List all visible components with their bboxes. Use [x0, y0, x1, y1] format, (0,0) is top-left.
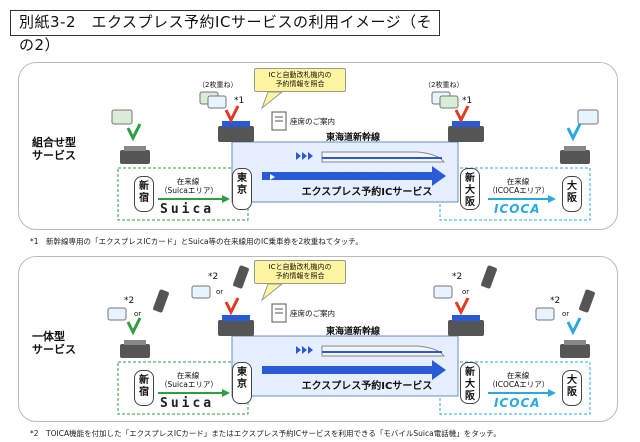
station-shin-osaka: 新大阪 — [460, 168, 480, 210]
two-cards-note-right: （2枚重ね） — [424, 81, 464, 89]
two-cards-note-left: （2枚重ね） — [198, 81, 238, 89]
seat-ticket-icon — [271, 111, 287, 131]
mobile-phone-icon — [481, 265, 497, 289]
gate-icon — [120, 146, 150, 164]
express-service-label: エクスプレス予約ICサービス — [301, 187, 433, 198]
service-label-integrated: 一体型 サービス — [32, 330, 76, 356]
page-title: 別紙3-2 エクスプレス予約ICサービスの利用イメージ（その2） — [10, 10, 440, 54]
footnote-2: *2 TOICA機能を付加した「エクスプレスICカード」またはエクスプレス予約I… — [30, 429, 501, 438]
footnote-mark-2a: *2 — [124, 296, 135, 306]
icoca-logo-2: ICOCA — [494, 396, 541, 410]
ic-card-icon — [535, 307, 555, 321]
station-osaka-2: 大阪 — [562, 370, 582, 406]
or-label-1: or — [134, 310, 142, 318]
local-line-label-icoca: 在来線 （ICOCAエリア） — [488, 177, 550, 195]
suica-logo-2: Suica — [160, 396, 215, 411]
or-label-2: or — [216, 288, 224, 296]
gate-icon — [560, 340, 590, 358]
suica-logo: Suica — [160, 202, 215, 217]
station-osaka: 大阪 — [562, 176, 582, 212]
express-service-label-2: エクスプレス予約ICサービス — [301, 381, 433, 392]
ic-card-icon — [107, 307, 127, 321]
icoca-logo: ICOCA — [494, 202, 541, 216]
chevrons-icon — [296, 152, 313, 160]
footnote-mark-right: *1 — [462, 96, 473, 106]
station-shin-osaka-2: 新大阪 — [460, 362, 480, 404]
shinkansen-train-icon — [321, 151, 446, 163]
gate-icon — [218, 121, 254, 142]
ic-card-icon — [577, 109, 599, 125]
local-line-label-icoca-2: 在来線 （ICOCAエリア） — [488, 371, 550, 389]
seat-info-label-2: 座席のご案内 — [290, 309, 335, 318]
gate-icon — [120, 340, 150, 358]
station-tokyo: 東京 — [232, 168, 252, 210]
ic-card-icon — [431, 91, 459, 109]
mobile-phone-icon — [579, 289, 595, 313]
or-label-3: or — [462, 288, 470, 296]
footnote-mark-2d: *2 — [550, 296, 561, 306]
chevrons-icon — [296, 346, 313, 354]
chevrons-icon — [270, 174, 275, 180]
seat-ticket-icon — [271, 303, 287, 323]
station-shinjuku-2: 新宿 — [134, 370, 154, 406]
station-shinjuku: 新宿 — [134, 176, 154, 212]
or-label-4: or — [562, 310, 570, 318]
service-label-combination: 組合せ型 サービス — [32, 136, 76, 162]
ic-card-icon — [199, 91, 227, 109]
shinkansen-label: 東海道新幹線 — [326, 133, 381, 143]
callout-reservation-check-2: ICと自動改札機内の 予約情報を照合 — [254, 260, 346, 284]
station-tokyo-2: 東京 — [232, 362, 252, 404]
shinkansen-train-icon — [321, 345, 446, 357]
ic-card-icon — [111, 109, 133, 125]
footnote-mark-2c: *2 — [452, 272, 463, 282]
ic-card-icon — [433, 285, 453, 299]
footnote-mark-2b: *2 — [208, 272, 219, 282]
mobile-phone-icon — [233, 265, 249, 289]
shinkansen-label-2: 東海道新幹線 — [326, 327, 381, 337]
local-line-label-suica-2: 在来線 （Suicaエリア） — [160, 371, 218, 389]
footnote-mark-left: *1 — [234, 96, 245, 106]
gate-icon — [218, 315, 254, 336]
ic-card-icon — [191, 285, 211, 299]
footnote-1: *1 新幹線専用の「エクスプレスICカード」とSuica等の在来線用のIC乗車券… — [30, 237, 363, 246]
local-line-label-suica: 在来線 （Suicaエリア） — [160, 177, 218, 195]
mobile-phone-icon — [153, 289, 169, 313]
callout-reservation-check: ICと自動改札機内の 予約情報を照合 — [254, 68, 346, 92]
gate-icon — [560, 146, 590, 164]
seat-info-label: 座席のご案内 — [290, 117, 335, 126]
gate-icon — [448, 121, 484, 142]
gate-icon — [448, 315, 484, 336]
